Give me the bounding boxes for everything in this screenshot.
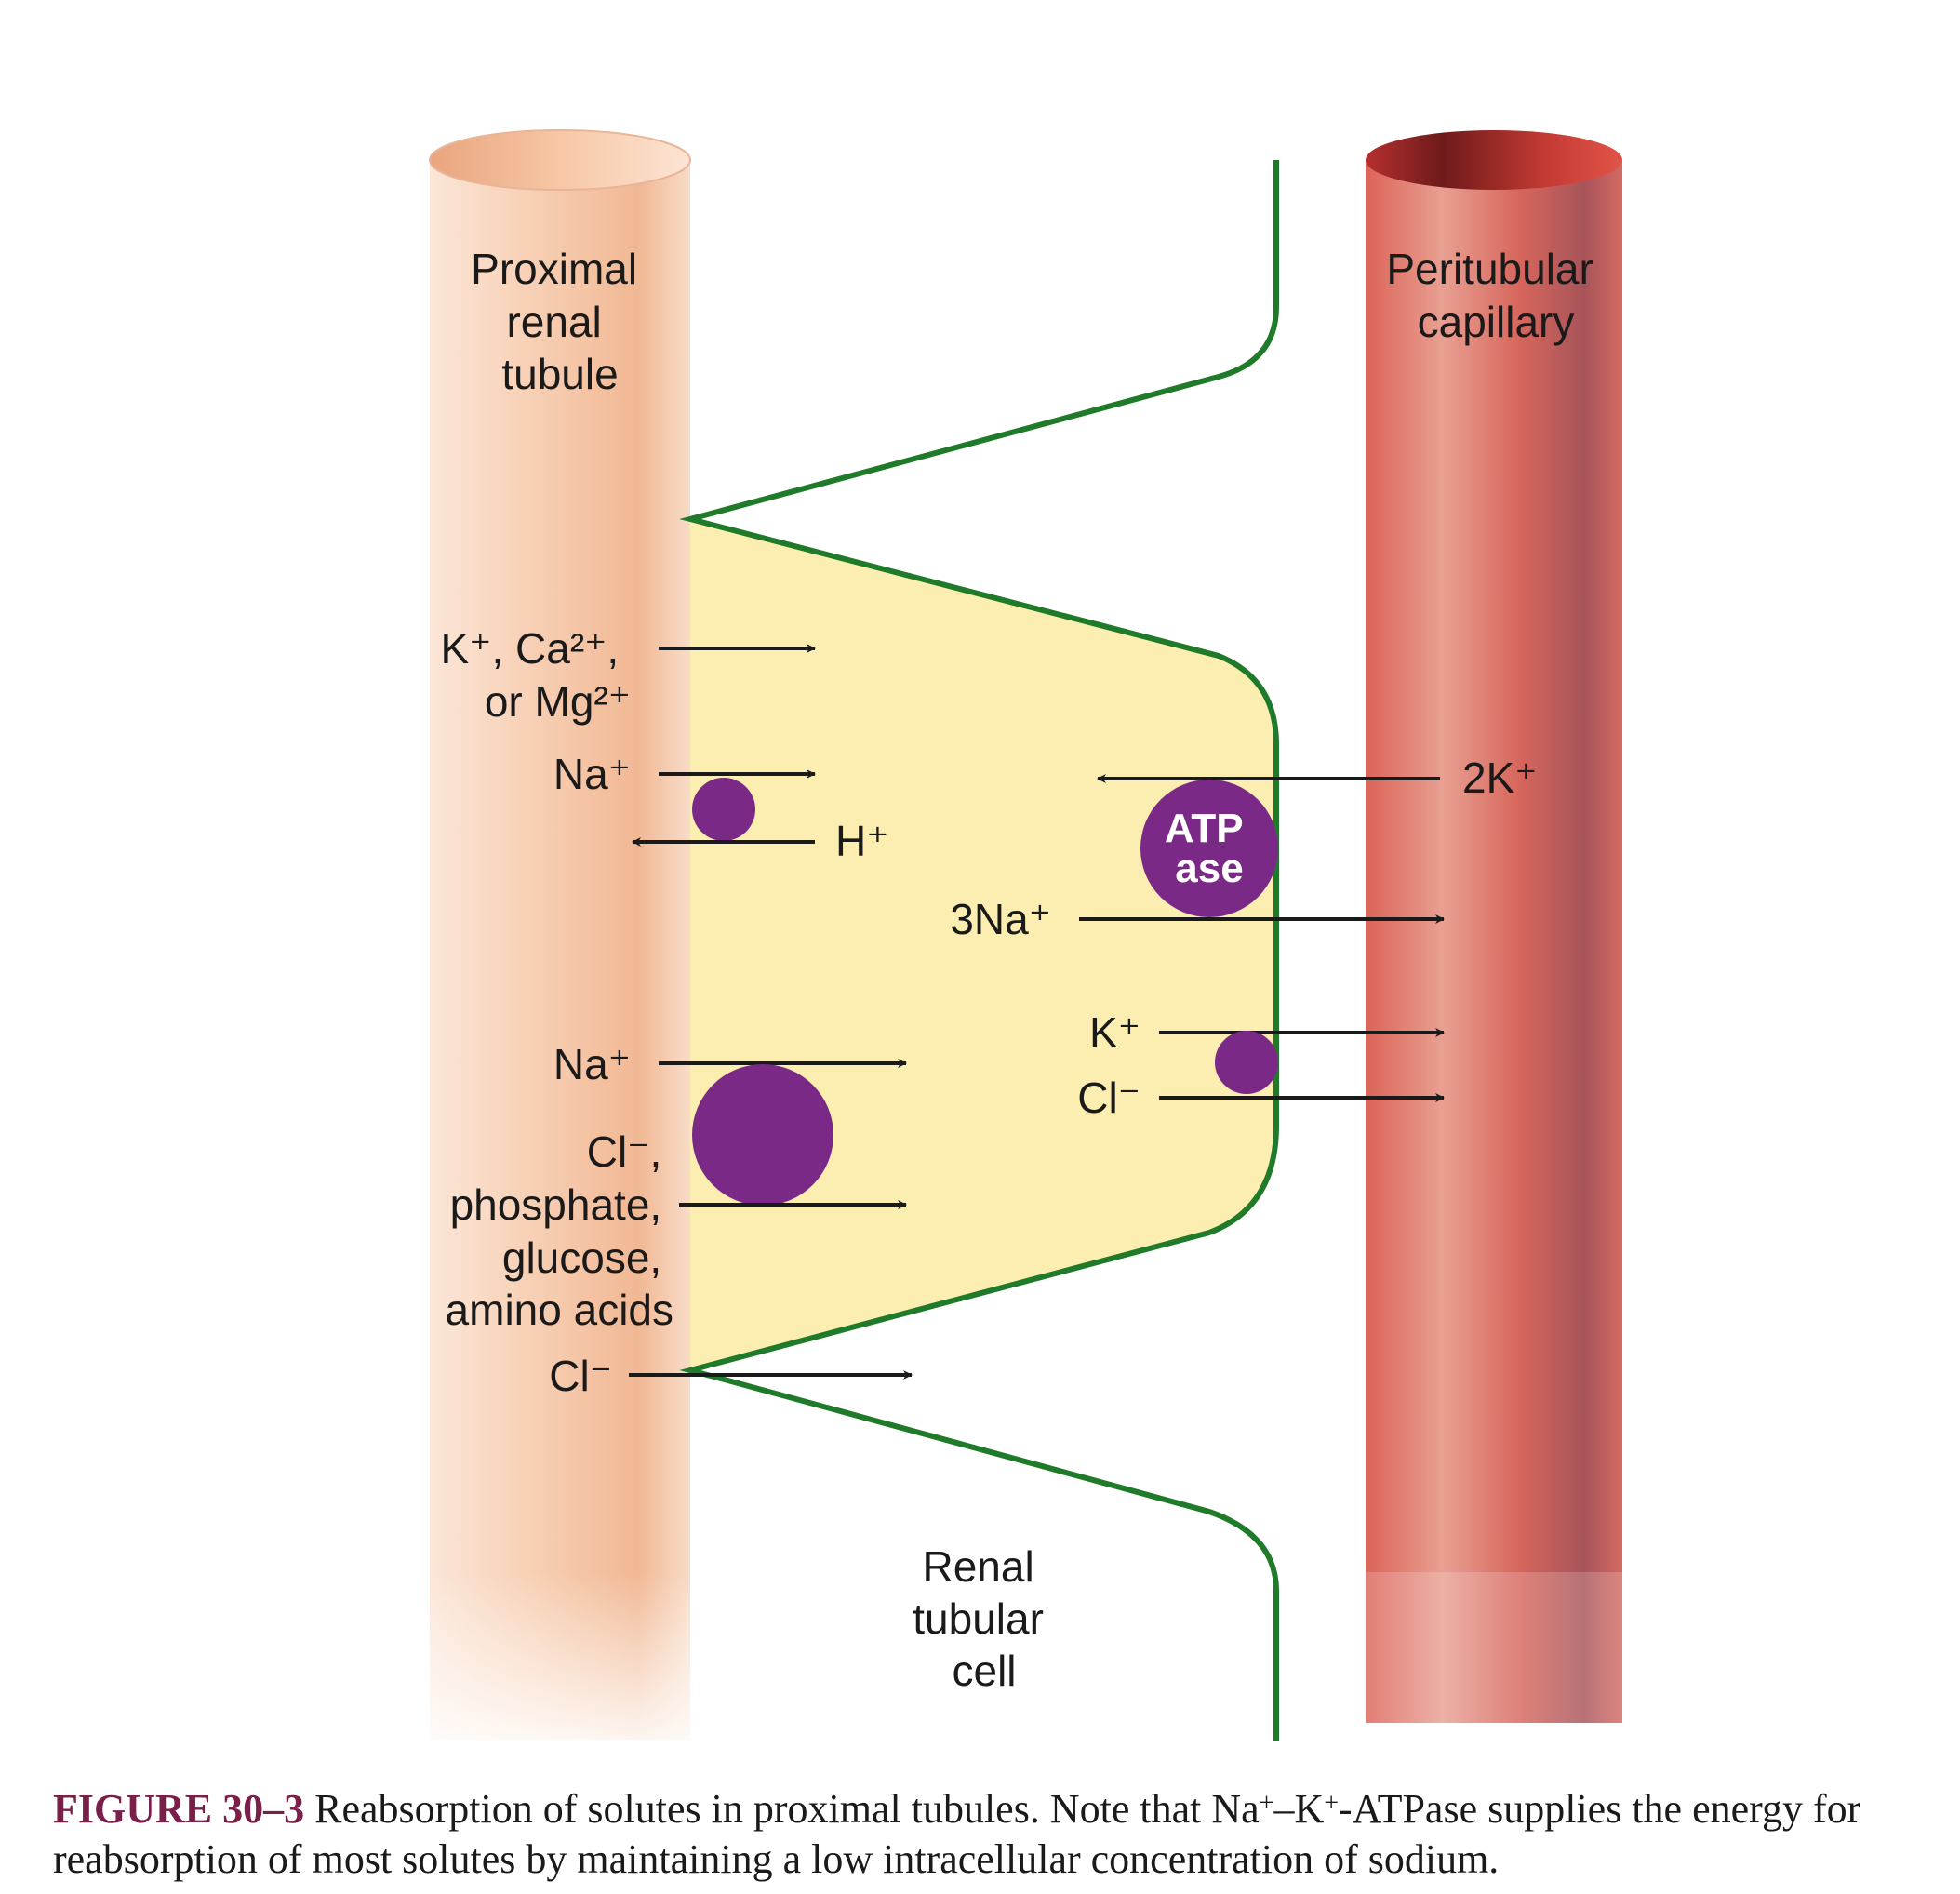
caption-text-3: -ATPase supplies the energy for reabsorp… — [53, 1786, 1861, 1882]
atpase-label: ATP ase — [1165, 806, 1254, 891]
two-k-label: 2K⁺ — [1462, 754, 1538, 802]
cl-basal-label: Cl⁻ — [1077, 1074, 1140, 1122]
tubular-cell-membrane — [679, 160, 1279, 1741]
caption-sup-2: + — [1324, 1789, 1340, 1818]
cl-symport-label: Cl⁻, phosphate, glucose, amino acids — [446, 1127, 673, 1334]
peritubular-capillary — [1366, 130, 1622, 1723]
na-h-exchanger — [692, 778, 755, 841]
caption-text-2: –K — [1273, 1786, 1325, 1832]
three-na-label: 3Na⁺ — [950, 895, 1051, 943]
tubular-cell-body — [690, 519, 1276, 1370]
atpase-pump — [1140, 780, 1278, 917]
k-cl-cotransporter — [1215, 1031, 1278, 1094]
proximal-tubule — [429, 129, 691, 1749]
na-antiport-label: Na⁺ — [553, 750, 631, 798]
caption-text-1: Reabsorption of solutes in proximal tubu… — [304, 1786, 1260, 1832]
caption-sup-1: + — [1259, 1789, 1274, 1818]
figure-label: FIGURE 30–3 — [53, 1786, 305, 1832]
figure-caption: FIGURE 30–3 Reabsorption of solutes in p… — [53, 1784, 1913, 1885]
k-basal-label: K⁺ — [1089, 1008, 1140, 1057]
symporter — [692, 1064, 833, 1206]
cl-para-label: Cl⁻ — [549, 1352, 612, 1400]
h-antiport-label: H⁺ — [835, 817, 889, 865]
reabsorption-diagram: Proximal renal tubule Peritubular capill… — [429, 129, 1622, 1749]
k-ca-mg-label: K⁺, Ca²⁺, or Mg²⁺ — [441, 624, 632, 726]
peritubular-capillary-label: Peritubular capillary — [1386, 245, 1605, 346]
renal-tubular-cell-label: Renal tubular cell — [913, 1542, 1055, 1695]
na-symport-label: Na⁺ — [553, 1040, 631, 1088]
proximal-tubule-label: Proximal renal tubule — [471, 245, 649, 398]
